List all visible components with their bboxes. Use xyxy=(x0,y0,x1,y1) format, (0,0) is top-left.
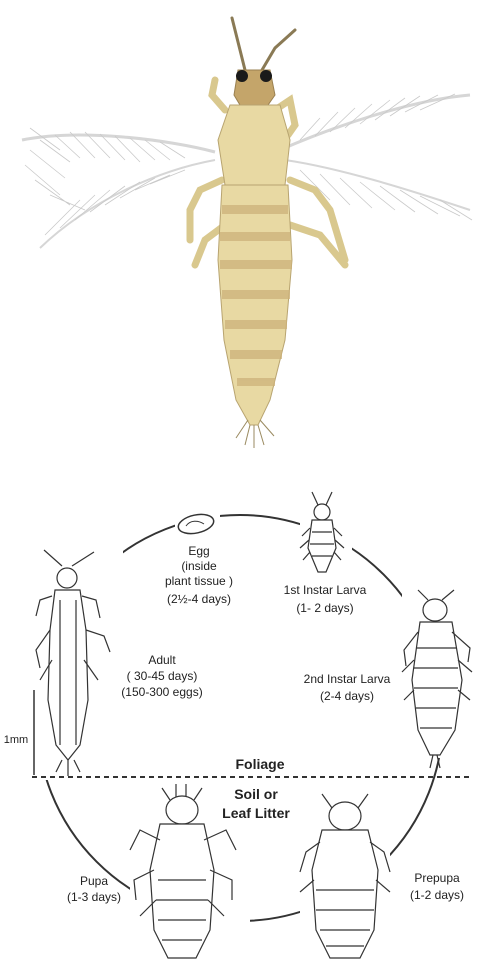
right-eye xyxy=(260,70,272,82)
pupa-label-line1: Pupa xyxy=(80,874,108,888)
egg-label: Egg (inside plant tissue ) (2½-4 days) xyxy=(165,544,233,606)
larva1-label-line1: 1st Instar Larva xyxy=(284,583,367,597)
pupa-label: Pupa (1-3 days) xyxy=(67,874,121,904)
abdomen-bands xyxy=(220,205,292,386)
left-eye xyxy=(236,70,248,82)
egg-label-line1: Egg xyxy=(188,544,209,558)
scale-label: 1mm xyxy=(4,734,28,746)
foliage-label: Foliage xyxy=(235,756,284,772)
prepupa-label-line1: Prepupa xyxy=(414,871,460,885)
pupa-label-line2: (1-3 days) xyxy=(67,890,121,904)
egg-label-line3: plant tissue ) xyxy=(165,574,233,588)
egg-label-line4: (2½-4 days) xyxy=(167,592,231,606)
life-cycle-diagram: 1mm xyxy=(4,488,474,970)
adult-label-line1: Adult xyxy=(148,653,176,667)
larva2-label: 2nd Instar Larva (2-4 days) xyxy=(304,672,391,703)
adult-label-line3: (150-300 eggs) xyxy=(121,685,202,699)
larva2-label-line2: (2-4 days) xyxy=(320,689,374,703)
adult-label: Adult ( 30-45 days) (150-300 eggs) xyxy=(121,653,202,699)
prepupa-label-line2: (1-2 days) xyxy=(410,888,464,902)
larva1-label-line2: (1- 2 days) xyxy=(296,601,353,615)
egg-label-line2: (inside xyxy=(181,559,217,573)
right-wing xyxy=(280,94,472,220)
left-wing xyxy=(22,128,215,248)
soil-label-line2: Leaf Litter xyxy=(222,805,290,821)
abdomen xyxy=(218,185,292,425)
adult-label-line2: ( 30-45 days) xyxy=(127,669,198,683)
prepupa-label: Prepupa (1-2 days) xyxy=(410,871,464,902)
antennae xyxy=(232,18,295,70)
larva1-label: 1st Instar Larva (1- 2 days) xyxy=(284,583,367,615)
thorax xyxy=(218,105,290,185)
larva2-label-line1: 2nd Instar Larva xyxy=(304,672,391,686)
thrips-photo xyxy=(22,18,472,448)
soil-label-line1: Soil or xyxy=(234,786,278,802)
